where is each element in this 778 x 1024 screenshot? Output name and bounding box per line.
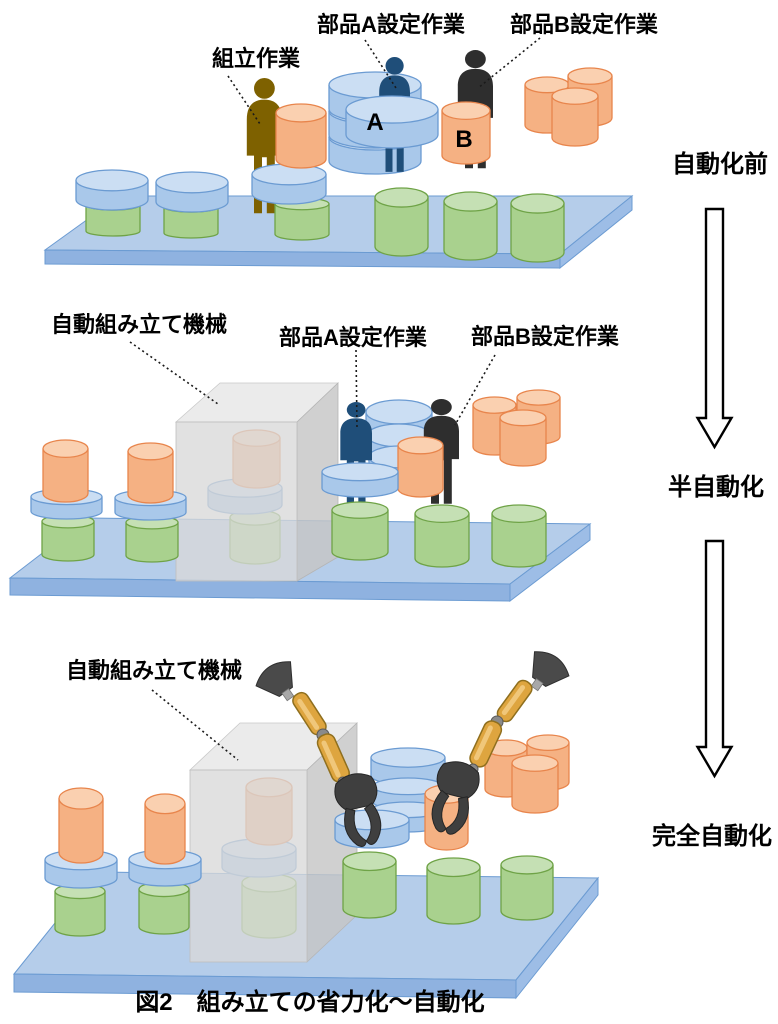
robot-arm-left — [255, 661, 382, 847]
leader-line — [355, 349, 358, 429]
green-cylinder — [501, 856, 553, 920]
down-arrow — [695, 207, 734, 450]
orange-cylinder — [500, 410, 546, 466]
robot-gripper — [334, 773, 382, 847]
green-cylinder — [415, 505, 469, 567]
panel-before-automation: A B 組立作業 部品A設定作業 部品B設定作業 — [43, 12, 659, 270]
label-part-a-setting: 部品A設定作業 — [279, 325, 428, 350]
panel-semi-automation: 自動組み立て機械 部品A設定作業 部品B設定作業 — [8, 312, 620, 603]
stage-label-semi: 半自動化 — [668, 473, 764, 501]
orange-cylinder — [398, 437, 443, 497]
blue-disc-part-a — [346, 96, 438, 148]
leader-line — [151, 689, 239, 761]
down-arrow — [695, 539, 734, 779]
stage-label-full: 完全自動化 — [652, 822, 772, 850]
robot-mount-cup — [530, 651, 570, 692]
panel-full-automation: 自動組み立て機械 — [12, 651, 600, 1000]
part-a-mark: A — [366, 109, 383, 136]
label-part-b-setting: 部品B設定作業 — [471, 324, 620, 349]
green-cylinder — [126, 516, 178, 562]
label-auto-assembly-machine: 自動組み立て機械 — [51, 312, 227, 337]
part-b-mark: B — [455, 126, 472, 153]
robot-arm-segment — [469, 720, 503, 768]
blue-disc — [156, 172, 228, 212]
orange-cylinder — [552, 88, 598, 146]
label-auto-assembly-machine: 自動組み立て機械 — [66, 658, 242, 683]
green-cylinder — [492, 505, 546, 567]
green-cylinder — [139, 882, 189, 934]
green-cylinder — [55, 884, 105, 936]
green-cylinder — [332, 502, 388, 560]
leader-line — [454, 354, 496, 426]
robot-gripper — [431, 761, 480, 835]
leader-line — [129, 341, 219, 405]
green-cylinder — [511, 194, 564, 262]
blue-disc — [322, 463, 398, 497]
label-part-a-setting: 部品A設定作業 — [317, 12, 466, 37]
stage-label-before: 自動化前 — [672, 150, 768, 178]
figure-caption: 図2 組み立ての省力化～自動化 — [135, 988, 484, 1016]
orange-cylinder — [145, 794, 185, 864]
orange-cylinder — [128, 443, 173, 503]
green-cylinder — [427, 858, 480, 924]
green-cylinder — [375, 188, 428, 256]
orange-cylinder — [43, 440, 88, 502]
assembly-machine-box — [174, 382, 340, 582]
orange-cylinder — [276, 104, 326, 168]
green-cylinder — [42, 515, 94, 561]
leader-line — [477, 37, 541, 89]
robot-arm-segment — [496, 679, 533, 723]
green-cylinder — [444, 192, 497, 260]
orange-cylinder — [512, 755, 558, 813]
label-assembly-work: 組立作業 — [212, 46, 301, 71]
label-part-b-setting: 部品B設定作業 — [510, 12, 659, 37]
robot-arm-right — [431, 651, 570, 835]
blue-disc — [252, 164, 326, 204]
blue-disc — [76, 170, 148, 210]
robot-mount-cup — [255, 661, 295, 702]
green-cylinder — [343, 852, 396, 918]
stage-flow-column: 自動化前 半自動化 完全自動化 — [652, 150, 772, 850]
orange-cylinder — [59, 788, 103, 863]
